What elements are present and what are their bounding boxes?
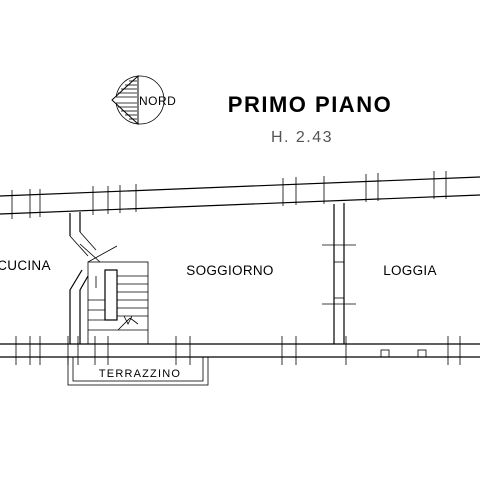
height-label: H. 2.43 [271,129,333,146]
compass-label: NORD [139,94,176,108]
room-label-kitchen: CUCINA [0,258,51,273]
room-label-terrace: TERRAZZINO [99,368,181,380]
plan-title: PRIMO PIANO [228,92,392,117]
terrace [67,356,209,386]
room-label-loggia: LOGGIA [383,263,437,278]
north-compass: NORD [111,74,176,126]
interior-walls [69,203,356,345]
room-label-living: SOGGIORNO [186,263,273,278]
